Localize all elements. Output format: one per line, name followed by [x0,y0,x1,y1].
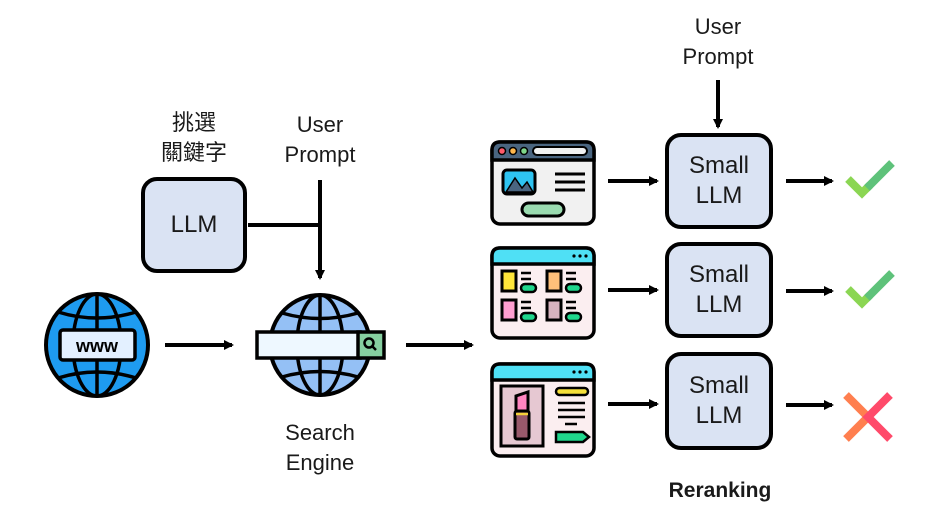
search-engine-label: Search Engine [270,418,370,478]
search-engine-line2: Engine [285,450,355,475]
webpage-icon-product-grid [490,246,596,340]
keyword-selection-label: 挑選 關鍵字 [150,108,238,168]
checkmark-icon [845,270,895,309]
small-llm-1-line2: LLM [695,182,743,209]
www-text: www [75,336,119,356]
user-prompt-label: User Prompt [270,110,370,170]
webpage-icon-lipstick-product [490,362,596,458]
small-llm-3-line1: Small [688,372,749,399]
small-llm-2-line1: Small [688,261,749,288]
user-prompt-line2: Prompt [284,142,356,167]
search-engine-globe-icon [255,293,386,397]
llm-box-label: LLM [170,211,218,238]
rerank-user-prompt-line2: Prompt [682,44,754,69]
search-engine-line1: Search [285,420,355,445]
rerank-user-prompt-label: User Prompt [668,12,768,72]
rerank-user-prompt-line1: User [694,14,742,39]
small-llm-box-3: Small LLM [665,352,773,450]
small-llm-2-line2: LLM [695,291,743,318]
user-prompt-line1: User [296,112,344,137]
small-llm-3-line2: LLM [695,402,743,429]
checkmark-icon [845,160,895,199]
cross-icon [843,392,893,442]
small-llm-box-2: Small LLM [665,242,773,338]
keyword-label-line1: 挑選 [171,110,216,135]
www-globe-icon [44,292,150,398]
small-llm-1-line1: Small [688,152,749,179]
reranking-title: Reranking [668,479,772,502]
keyword-label-line2: 關鍵字 [160,140,227,165]
small-llm-box-1: Small LLM [665,133,773,229]
webpage-icon-image-article [490,140,596,226]
llm-box: LLM [141,177,247,273]
